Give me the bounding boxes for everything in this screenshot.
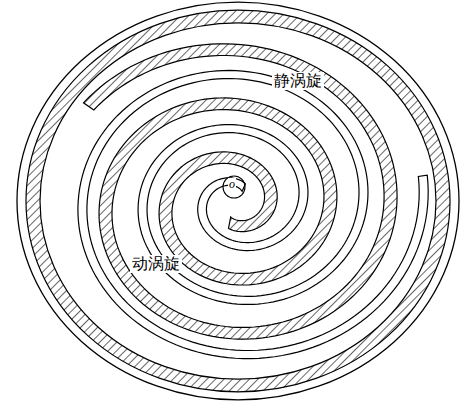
housing-ring xyxy=(17,2,459,400)
part-label: 静涡旋 xyxy=(272,72,324,90)
outer-shell xyxy=(17,2,459,400)
part-label: o xyxy=(228,178,236,191)
scroll-walls xyxy=(78,44,428,359)
hatched-housing xyxy=(26,10,450,392)
part-label: 动涡旋 xyxy=(130,255,182,273)
orbiting-scroll xyxy=(84,44,398,339)
fixed-scroll xyxy=(78,70,428,358)
centre-port xyxy=(223,176,245,198)
